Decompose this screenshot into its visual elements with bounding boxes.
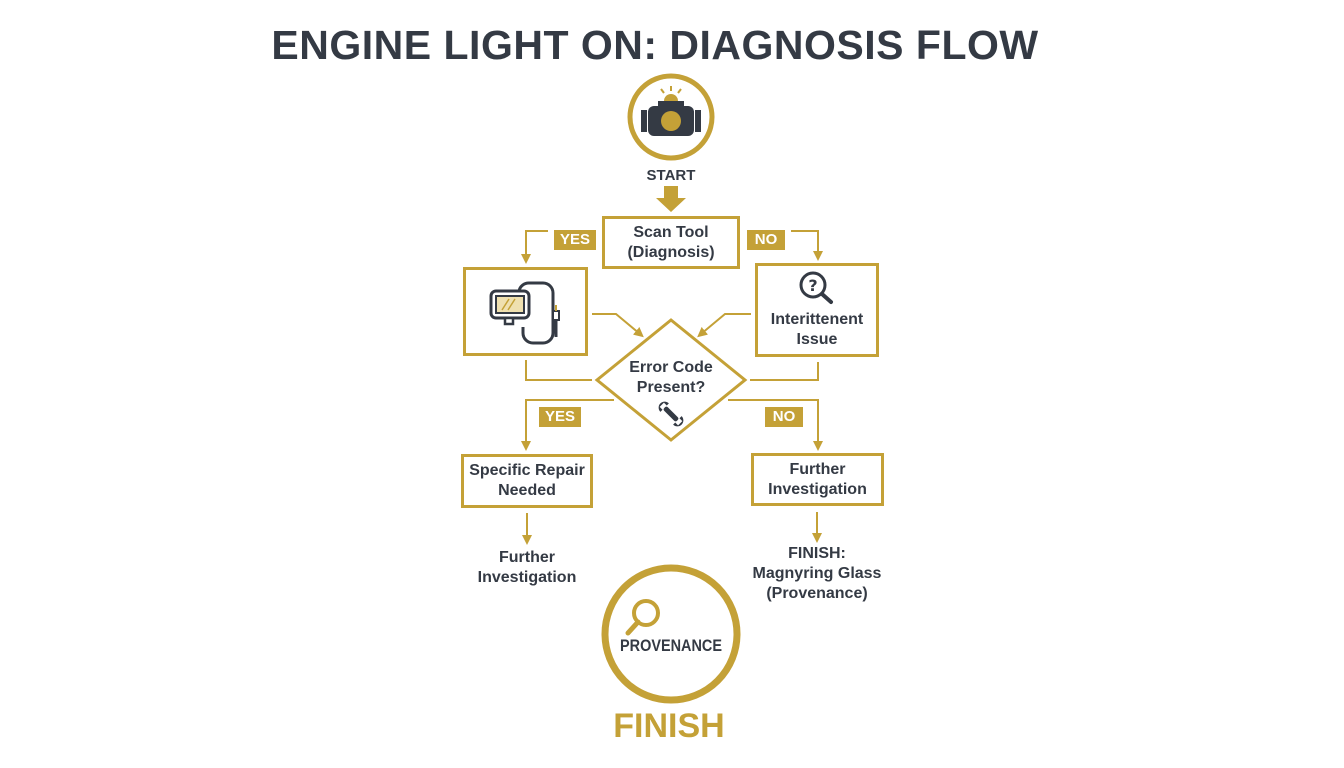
connector-intermittent-to-decision bbox=[697, 313, 751, 338]
finish-note-line2: Magnyring Glass bbox=[752, 565, 882, 582]
connector-no-top bbox=[791, 230, 823, 261]
finish-circle bbox=[601, 564, 741, 704]
connector-intermittent-bottom bbox=[750, 362, 819, 381]
start-arrow bbox=[656, 186, 686, 212]
specific-repair-line2: Needed bbox=[498, 482, 556, 499]
intermittent-line1: Interittenent bbox=[770, 311, 864, 328]
decision-line1: Error Code bbox=[629, 359, 713, 376]
tag-yes-mid: YES bbox=[539, 407, 581, 427]
scan-tool-line1: Scan Tool bbox=[633, 223, 709, 241]
provenance-badge: PROVENANCE bbox=[620, 636, 722, 655]
intermittent-issue-node[interactable]: ? Interittenent Issue bbox=[755, 263, 879, 357]
further-left-line1: Further bbox=[499, 549, 555, 566]
engine-warning-icon bbox=[641, 86, 701, 136]
magnifying-glass-icon bbox=[625, 599, 660, 636]
finish-note-text: FINISH: Magnyring Glass (Provenance) bbox=[737, 544, 897, 604]
finish-note-line3: (Provenance) bbox=[766, 585, 868, 602]
decision-diamond[interactable] bbox=[594, 318, 748, 442]
scanner-device-node[interactable] bbox=[463, 267, 588, 356]
further-investigation-text: Further Investigation bbox=[457, 548, 597, 588]
finish-node[interactable] bbox=[601, 564, 741, 704]
scan-tool-node[interactable]: Scan Tool (Diagnosis) bbox=[602, 216, 740, 269]
scan-tool-line2: (Diagnosis) bbox=[627, 243, 715, 261]
svg-text:?: ? bbox=[808, 276, 817, 295]
page-title: ENGINE LIGHT ON: DIAGNOSIS FLOW bbox=[271, 22, 1039, 68]
intermittent-line2: Issue bbox=[796, 331, 838, 348]
further-right-line1: Further bbox=[789, 460, 846, 478]
further-investigation-node[interactable]: Further Investigation bbox=[751, 453, 884, 506]
further-right-line2: Investigation bbox=[768, 480, 867, 498]
connector-yes-top bbox=[521, 230, 548, 264]
wrench-icon bbox=[658, 401, 684, 427]
specific-repair-node[interactable]: Specific Repair Needed bbox=[461, 454, 593, 508]
obd-scanner-icon bbox=[489, 281, 560, 344]
finish-note-line1: FINISH: bbox=[788, 545, 846, 562]
finish-label: FINISH bbox=[613, 707, 725, 745]
decision-line2: Present? bbox=[636, 379, 706, 396]
connector-scanner-bottom bbox=[525, 360, 592, 381]
further-left-line2: Investigation bbox=[477, 569, 577, 586]
tag-no-top: NO bbox=[747, 230, 785, 250]
tag-no-mid: NO bbox=[765, 407, 803, 427]
specific-repair-line1: Specific Repair bbox=[469, 462, 585, 479]
connector-no-mid bbox=[728, 399, 823, 451]
tag-yes-top: YES bbox=[554, 230, 596, 250]
connector-scanner-to-decision bbox=[592, 313, 644, 338]
start-label: START bbox=[646, 167, 696, 184]
decision-text: Error Code Present? bbox=[611, 358, 731, 398]
start-node[interactable] bbox=[627, 73, 715, 161]
connector-yes-mid bbox=[521, 399, 614, 451]
question-magnifier-icon: ? bbox=[799, 271, 833, 304]
